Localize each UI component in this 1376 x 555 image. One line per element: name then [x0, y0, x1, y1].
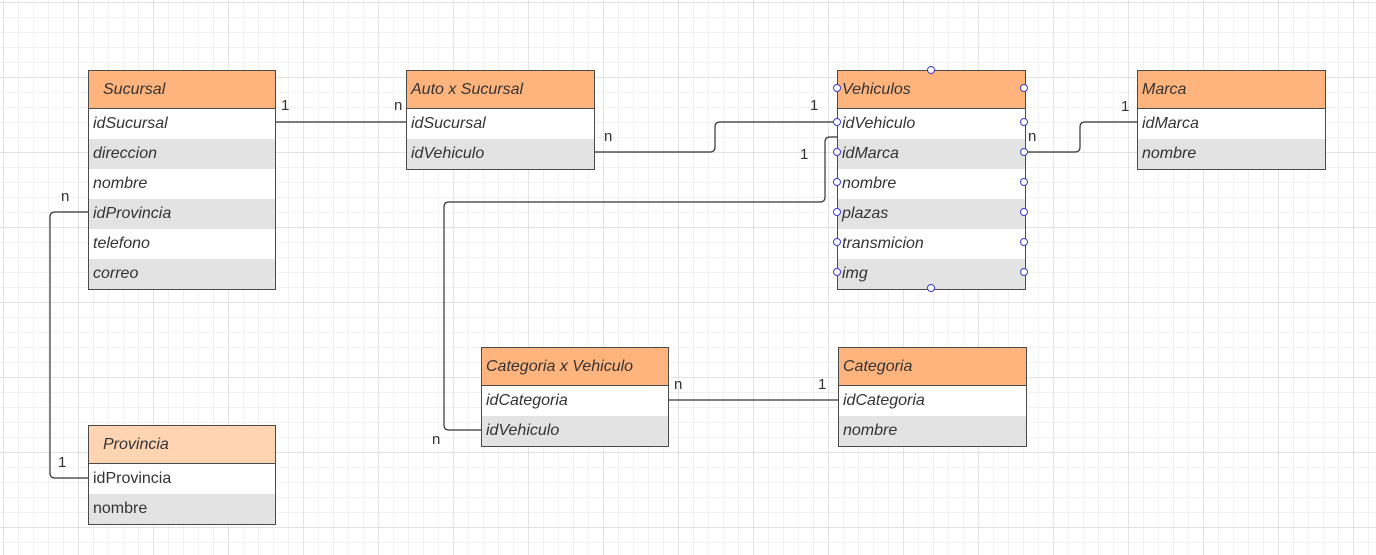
field-idprovincia: idProvincia	[93, 470, 172, 487]
resize-handle-top[interactable]	[927, 66, 935, 74]
cardinality-label: 1	[1121, 98, 1130, 115]
connection-point-left[interactable]	[833, 178, 841, 186]
cardinality-label: n	[61, 188, 70, 205]
cardinality-label: 1	[58, 454, 67, 471]
resize-handle-bottom[interactable]	[927, 284, 935, 292]
connection-point-left[interactable]	[833, 208, 841, 216]
field-correo: correo	[89, 259, 275, 289]
connection-point-right[interactable]	[1020, 118, 1028, 126]
entity-sucursal[interactable]: Sucursal idSucursal direccion nombre idP…	[88, 70, 276, 290]
entity-title: Sucursal	[89, 71, 275, 109]
cardinality-label: 1	[818, 376, 827, 393]
connection-point-left[interactable]	[833, 268, 841, 276]
connection-point-right[interactable]	[1020, 268, 1028, 276]
connection-point-right[interactable]	[1020, 178, 1028, 186]
field-telefono: telefono	[93, 235, 150, 252]
cardinality-label: 1	[810, 97, 819, 114]
connection-point-left[interactable]	[833, 84, 841, 92]
connector-sucursal-provincia[interactable]	[49, 211, 88, 479]
entity-categoria[interactable]: Categoria idCategoria nombre	[838, 347, 1027, 447]
entity-provincia[interactable]: Provincia idProvincia nombre	[88, 425, 276, 525]
entity-title: Categoria	[839, 348, 1026, 386]
entity-title: Categoria x Vehiculo	[482, 348, 668, 386]
connection-point-right[interactable]	[1020, 238, 1028, 246]
field-idprovincia: idProvincia	[89, 199, 275, 229]
connection-point-left[interactable]	[833, 148, 841, 156]
entity-title: Auto x Sucursal	[407, 71, 594, 109]
connection-point-right[interactable]	[1020, 208, 1028, 216]
field-idcategoria: idCategoria	[486, 392, 568, 409]
cardinality-label: n	[674, 376, 683, 393]
field-idsucursal: idSucursal	[93, 115, 168, 132]
cardinality-label: 1	[800, 146, 809, 163]
entity-title: Provincia	[89, 426, 275, 464]
connector-vehiculos-marca[interactable]	[1026, 121, 1137, 153]
cardinality-label: 1	[281, 97, 290, 114]
entity-title: Marca	[1138, 71, 1325, 109]
cardinality-label: n	[604, 128, 613, 145]
entity-auto-x-sucursal[interactable]: Auto x Sucursal idSucursal idVehiculo	[406, 70, 595, 170]
connector-autoxsucursal-vehiculos[interactable]	[594, 121, 837, 153]
connection-point-right[interactable]	[1020, 84, 1028, 92]
field-nombre: nombre	[89, 494, 275, 524]
field-idvehiculo: idVehiculo	[482, 416, 668, 446]
field-idcategoria: idCategoria	[843, 392, 925, 409]
field-idvehiculo: idVehiculo	[842, 115, 916, 132]
cardinality-label: n	[1028, 128, 1037, 145]
field-direccion: direccion	[89, 139, 275, 169]
field-nombre: nombre	[839, 416, 1026, 446]
cardinality-label: n	[432, 431, 441, 448]
field-idmarca: idMarca	[838, 139, 1025, 169]
entity-vehiculos[interactable]: Vehiculos idVehiculo idMarca nombre plaz…	[837, 70, 1026, 290]
field-idsucursal: idSucursal	[411, 115, 486, 132]
field-nombre: nombre	[842, 175, 897, 192]
entity-categoria-x-vehiculo[interactable]: Categoria x Vehiculo idCategoria idVehic…	[481, 347, 669, 447]
field-nombre: nombre	[1138, 139, 1325, 169]
cardinality-label: n	[394, 97, 403, 114]
connection-point-left[interactable]	[833, 118, 841, 126]
connection-point-right[interactable]	[1020, 148, 1028, 156]
field-nombre: nombre	[93, 175, 148, 192]
connector-vehiculos-categoriaxvehiculo[interactable]	[443, 136, 837, 431]
field-plazas: plazas	[838, 199, 1025, 229]
field-transmicion: transmicion	[842, 235, 924, 252]
connection-point-left[interactable]	[833, 238, 841, 246]
field-idvehiculo: idVehiculo	[407, 139, 594, 169]
entity-title: Vehiculos	[838, 71, 1025, 109]
entity-marca[interactable]: Marca idMarca nombre	[1137, 70, 1326, 170]
field-idmarca: idMarca	[1142, 115, 1199, 132]
